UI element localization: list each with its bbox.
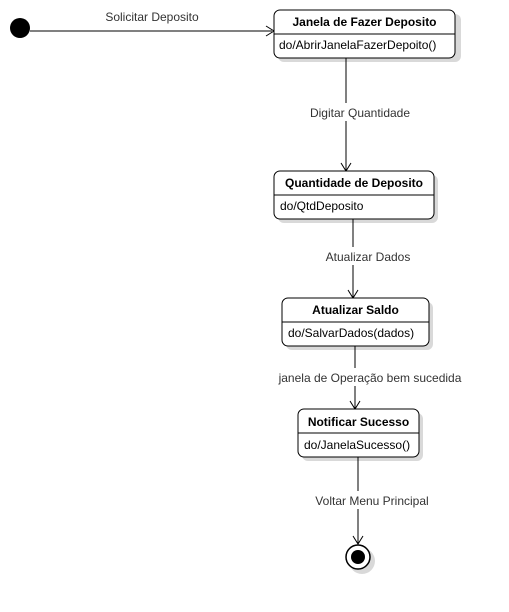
final-node-inner — [351, 550, 365, 564]
initial-node — [10, 18, 30, 38]
state-activity: do/JanelaSucesso() — [304, 438, 410, 452]
state-quantidade-de-deposito[interactable]: Quantidade de Deposito do/QtdDeposito — [273, 170, 438, 223]
transition-label: Atualizar Dados — [326, 250, 411, 264]
transition-solicitar-deposito: Solicitar Deposito — [30, 10, 275, 37]
state-activity: do/QtdDeposito — [280, 199, 364, 213]
transition-label: Digitar Quantidade — [310, 106, 410, 120]
final-node — [345, 544, 375, 574]
state-atualizar-saldo[interactable]: Atualizar Saldo do/SalvarDados(dados) — [281, 297, 433, 350]
state-activity: do/AbrirJanelaFazerDepoito() — [279, 38, 436, 52]
transition-label: Solicitar Deposito — [105, 10, 199, 24]
transition-atualizar-dados: Atualizar Dados — [318, 219, 418, 299]
state-notificar-sucesso[interactable]: Notificar Sucesso do/JanelaSucesso() — [297, 408, 423, 461]
transition-digitar-quantidade: Digitar Quantidade — [302, 58, 420, 172]
label-background — [308, 491, 436, 509]
arrow-head — [352, 535, 364, 545]
state-title: Notificar Sucesso — [308, 415, 409, 429]
state-title: Janela de Fazer Deposito — [292, 15, 436, 29]
label-background — [268, 368, 473, 386]
transition-label: janela de Operação bem sucedida — [278, 371, 462, 385]
label-background — [318, 247, 418, 265]
state-activity: do/SalvarDados(dados) — [288, 326, 414, 340]
state-title: Atualizar Saldo — [312, 303, 399, 317]
state-title: Quantidade de Deposito — [285, 176, 423, 190]
transition-voltar-menu-principal: Voltar Menu Principal — [308, 457, 436, 545]
transition-operacao-bem-sucedida: janela de Operação bem sucedida — [268, 346, 473, 410]
transition-label: Voltar Menu Principal — [315, 494, 428, 508]
label-background — [302, 103, 420, 121]
state-janela-de-fazer-deposito[interactable]: Janela de Fazer Deposito do/AbrirJanelaF… — [273, 9, 461, 62]
